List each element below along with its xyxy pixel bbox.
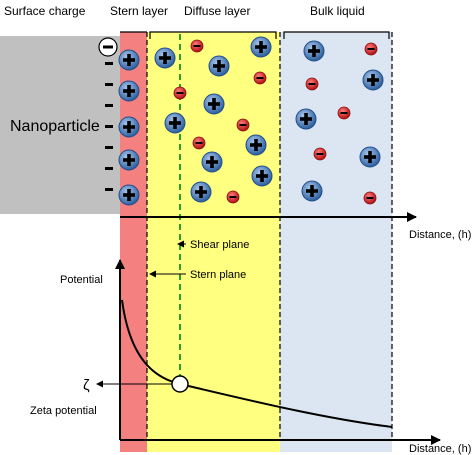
surface-charge-mark xyxy=(105,104,113,107)
plus-sign-v xyxy=(310,185,314,197)
negative-ion xyxy=(253,71,267,85)
minus-sign xyxy=(176,92,184,94)
positive-ion xyxy=(118,149,140,171)
plus-sign-v xyxy=(212,98,216,110)
negative-ion xyxy=(190,39,204,53)
positive-ion xyxy=(250,36,272,58)
minus-sign xyxy=(256,77,264,79)
potential-curve xyxy=(121,299,393,428)
minus-sign xyxy=(316,153,324,155)
positive-ion xyxy=(190,181,212,203)
positive-ion xyxy=(245,134,267,156)
diffuse-layer-label: Diffuse layer xyxy=(184,4,250,18)
minus-sign xyxy=(239,124,247,126)
bulk-liquid-region xyxy=(280,32,392,452)
plus-sign-v xyxy=(127,189,131,201)
surface-charge-mark xyxy=(105,188,113,191)
zeta-symbol: ζ xyxy=(83,377,90,394)
positive-ion xyxy=(301,180,323,202)
plus-sign-v xyxy=(371,74,375,86)
plus-sign-v xyxy=(173,117,177,129)
surface-charge-mark xyxy=(105,83,113,86)
negative-ion xyxy=(192,136,206,150)
plus-sign-v xyxy=(304,113,308,125)
nanoparticle-region xyxy=(0,36,120,214)
minus-sign xyxy=(366,197,374,199)
surface-charge-mark xyxy=(105,146,113,149)
negative-ion xyxy=(226,190,240,204)
positive-ion xyxy=(118,80,140,102)
surface-charge-mark xyxy=(105,125,113,128)
positive-ion xyxy=(118,49,140,71)
negative-ion xyxy=(363,191,377,205)
minus-sign xyxy=(103,45,113,49)
surface-charge-mark xyxy=(105,167,113,170)
plus-sign-v xyxy=(254,139,258,151)
shear-plane-label: Shear plane xyxy=(190,239,249,251)
plus-sign-v xyxy=(312,45,316,57)
positive-ion xyxy=(164,112,186,134)
plus-sign-v xyxy=(260,170,264,182)
plus-sign-v xyxy=(217,60,221,72)
surface-charge-marks xyxy=(105,62,113,191)
zeta-potential-marker xyxy=(171,375,189,393)
positive-ion xyxy=(203,93,225,115)
positive-ion xyxy=(295,108,317,130)
minus-sign xyxy=(229,196,237,198)
negative-ion xyxy=(305,77,319,91)
negative-ion xyxy=(313,147,327,161)
region-boundaries xyxy=(146,32,393,440)
minus-sign xyxy=(193,45,201,47)
surface-charge-label: Surface charge xyxy=(4,4,86,18)
plus-sign-v xyxy=(163,52,167,64)
positive-ion xyxy=(118,184,140,206)
plus-sign-v xyxy=(127,154,131,166)
surface-charge-mark xyxy=(105,62,113,65)
positive-ion xyxy=(359,146,381,168)
positive-ion xyxy=(251,165,273,187)
stern-layer-region xyxy=(120,32,147,452)
minus-sign xyxy=(308,83,316,85)
positive-ion xyxy=(362,69,384,91)
plus-sign-v xyxy=(127,121,131,133)
negative-ion xyxy=(364,42,378,56)
nanoparticle-label: Nanoparticle xyxy=(10,118,100,135)
minus-sign xyxy=(195,142,203,144)
surface-charge-indicator xyxy=(98,37,118,57)
distance-top-label: Distance, (h) xyxy=(409,229,471,241)
zeta-potential-label: Zeta potential xyxy=(30,405,97,417)
distance-bottom-label: Distance, (h) xyxy=(409,443,471,455)
region-brackets xyxy=(120,31,390,39)
potential-label: Potential xyxy=(60,274,103,286)
minus-sign xyxy=(340,112,348,114)
positive-ion xyxy=(154,47,176,69)
positive-ion xyxy=(118,116,140,138)
negative-ion xyxy=(173,86,187,100)
stern-layer-label: Stern layer xyxy=(110,4,168,18)
positive-ion xyxy=(201,151,223,173)
plus-sign-v xyxy=(127,54,131,66)
plus-sign-v xyxy=(199,186,203,198)
minus-sign xyxy=(367,48,375,50)
plus-sign-v xyxy=(259,41,263,53)
positive-ion xyxy=(208,55,230,77)
bulk-liquid-label: Bulk liquid xyxy=(310,4,365,18)
negative-ion xyxy=(236,118,250,132)
positive-ion xyxy=(303,40,325,62)
plus-sign-v xyxy=(127,85,131,97)
stern-plane-label: Stern plane xyxy=(190,269,246,281)
plus-sign-v xyxy=(210,156,214,168)
negative-ion xyxy=(337,106,351,120)
ion-group xyxy=(118,36,384,206)
plus-sign-v xyxy=(368,151,372,163)
